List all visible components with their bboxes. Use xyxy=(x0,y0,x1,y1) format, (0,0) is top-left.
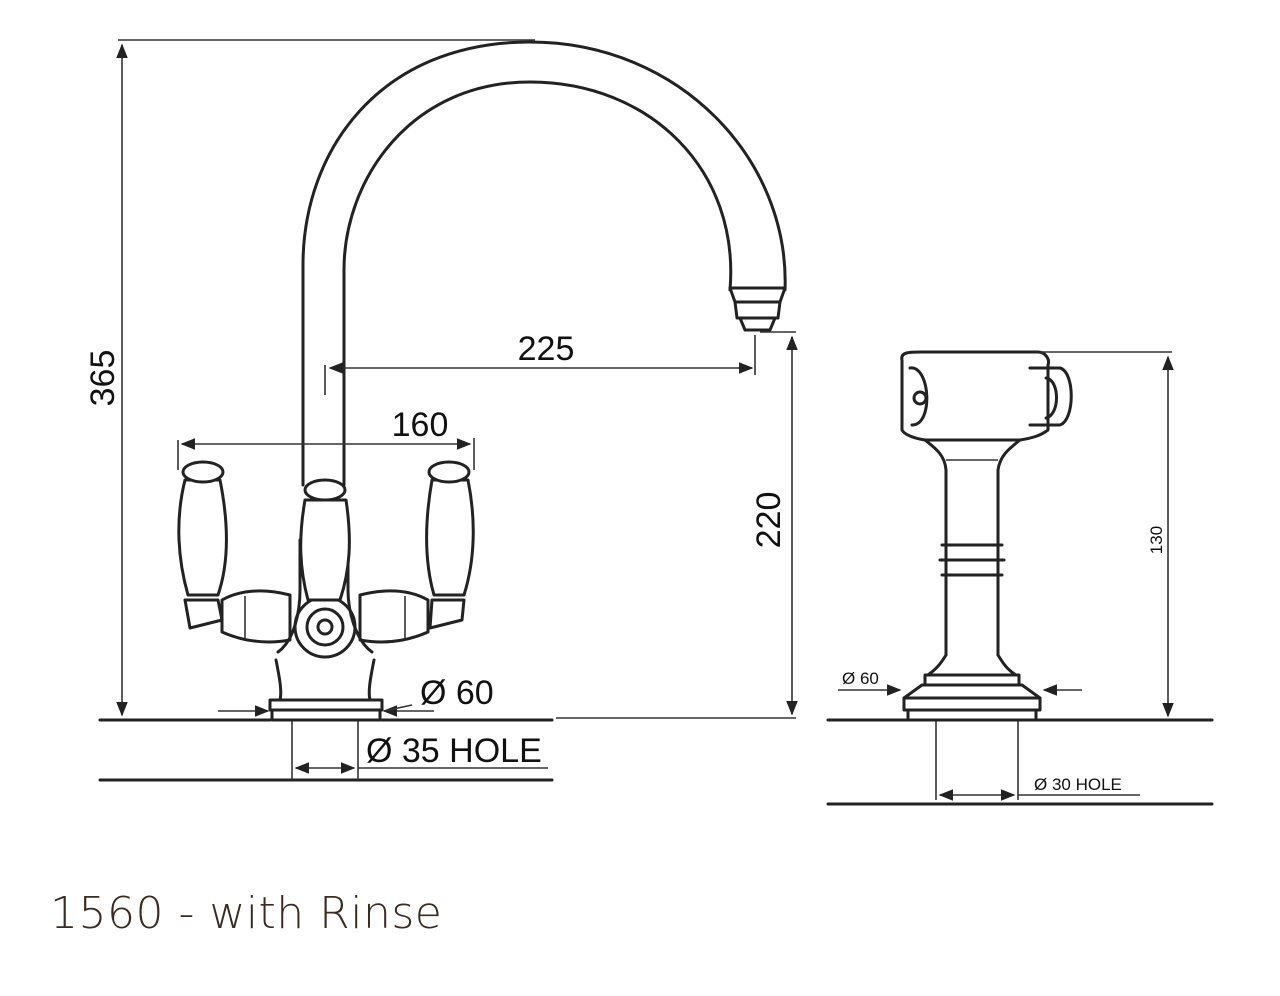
dimension-spout-reach: 225 xyxy=(518,330,575,368)
mixer-tap xyxy=(98,40,787,782)
dimension-rinse-base-diameter: Ø 60 xyxy=(842,669,879,688)
dimension-handle-span: 160 xyxy=(392,406,449,444)
dimension-base-diameter: Ø 60 xyxy=(420,674,494,712)
dimension-overall-height: 365 xyxy=(84,350,122,407)
dimension-rinse-hole: Ø 30 HOLE xyxy=(1034,775,1122,794)
rinse-spray xyxy=(826,350,1214,806)
product-caption: 1560 - with Rinse xyxy=(50,888,443,939)
dimension-mixer-hole: Ø 35 HOLE xyxy=(366,732,542,770)
mixer-dimensions: 365 225 160 220 Ø 60 Ø 35 HOLE xyxy=(84,39,798,774)
dimension-spout-clearance: 220 xyxy=(750,492,788,549)
dimension-rinse-height: 130 xyxy=(1147,526,1166,554)
rinse-dimensions: 130 Ø 60 Ø 30 HOLE xyxy=(838,351,1174,801)
